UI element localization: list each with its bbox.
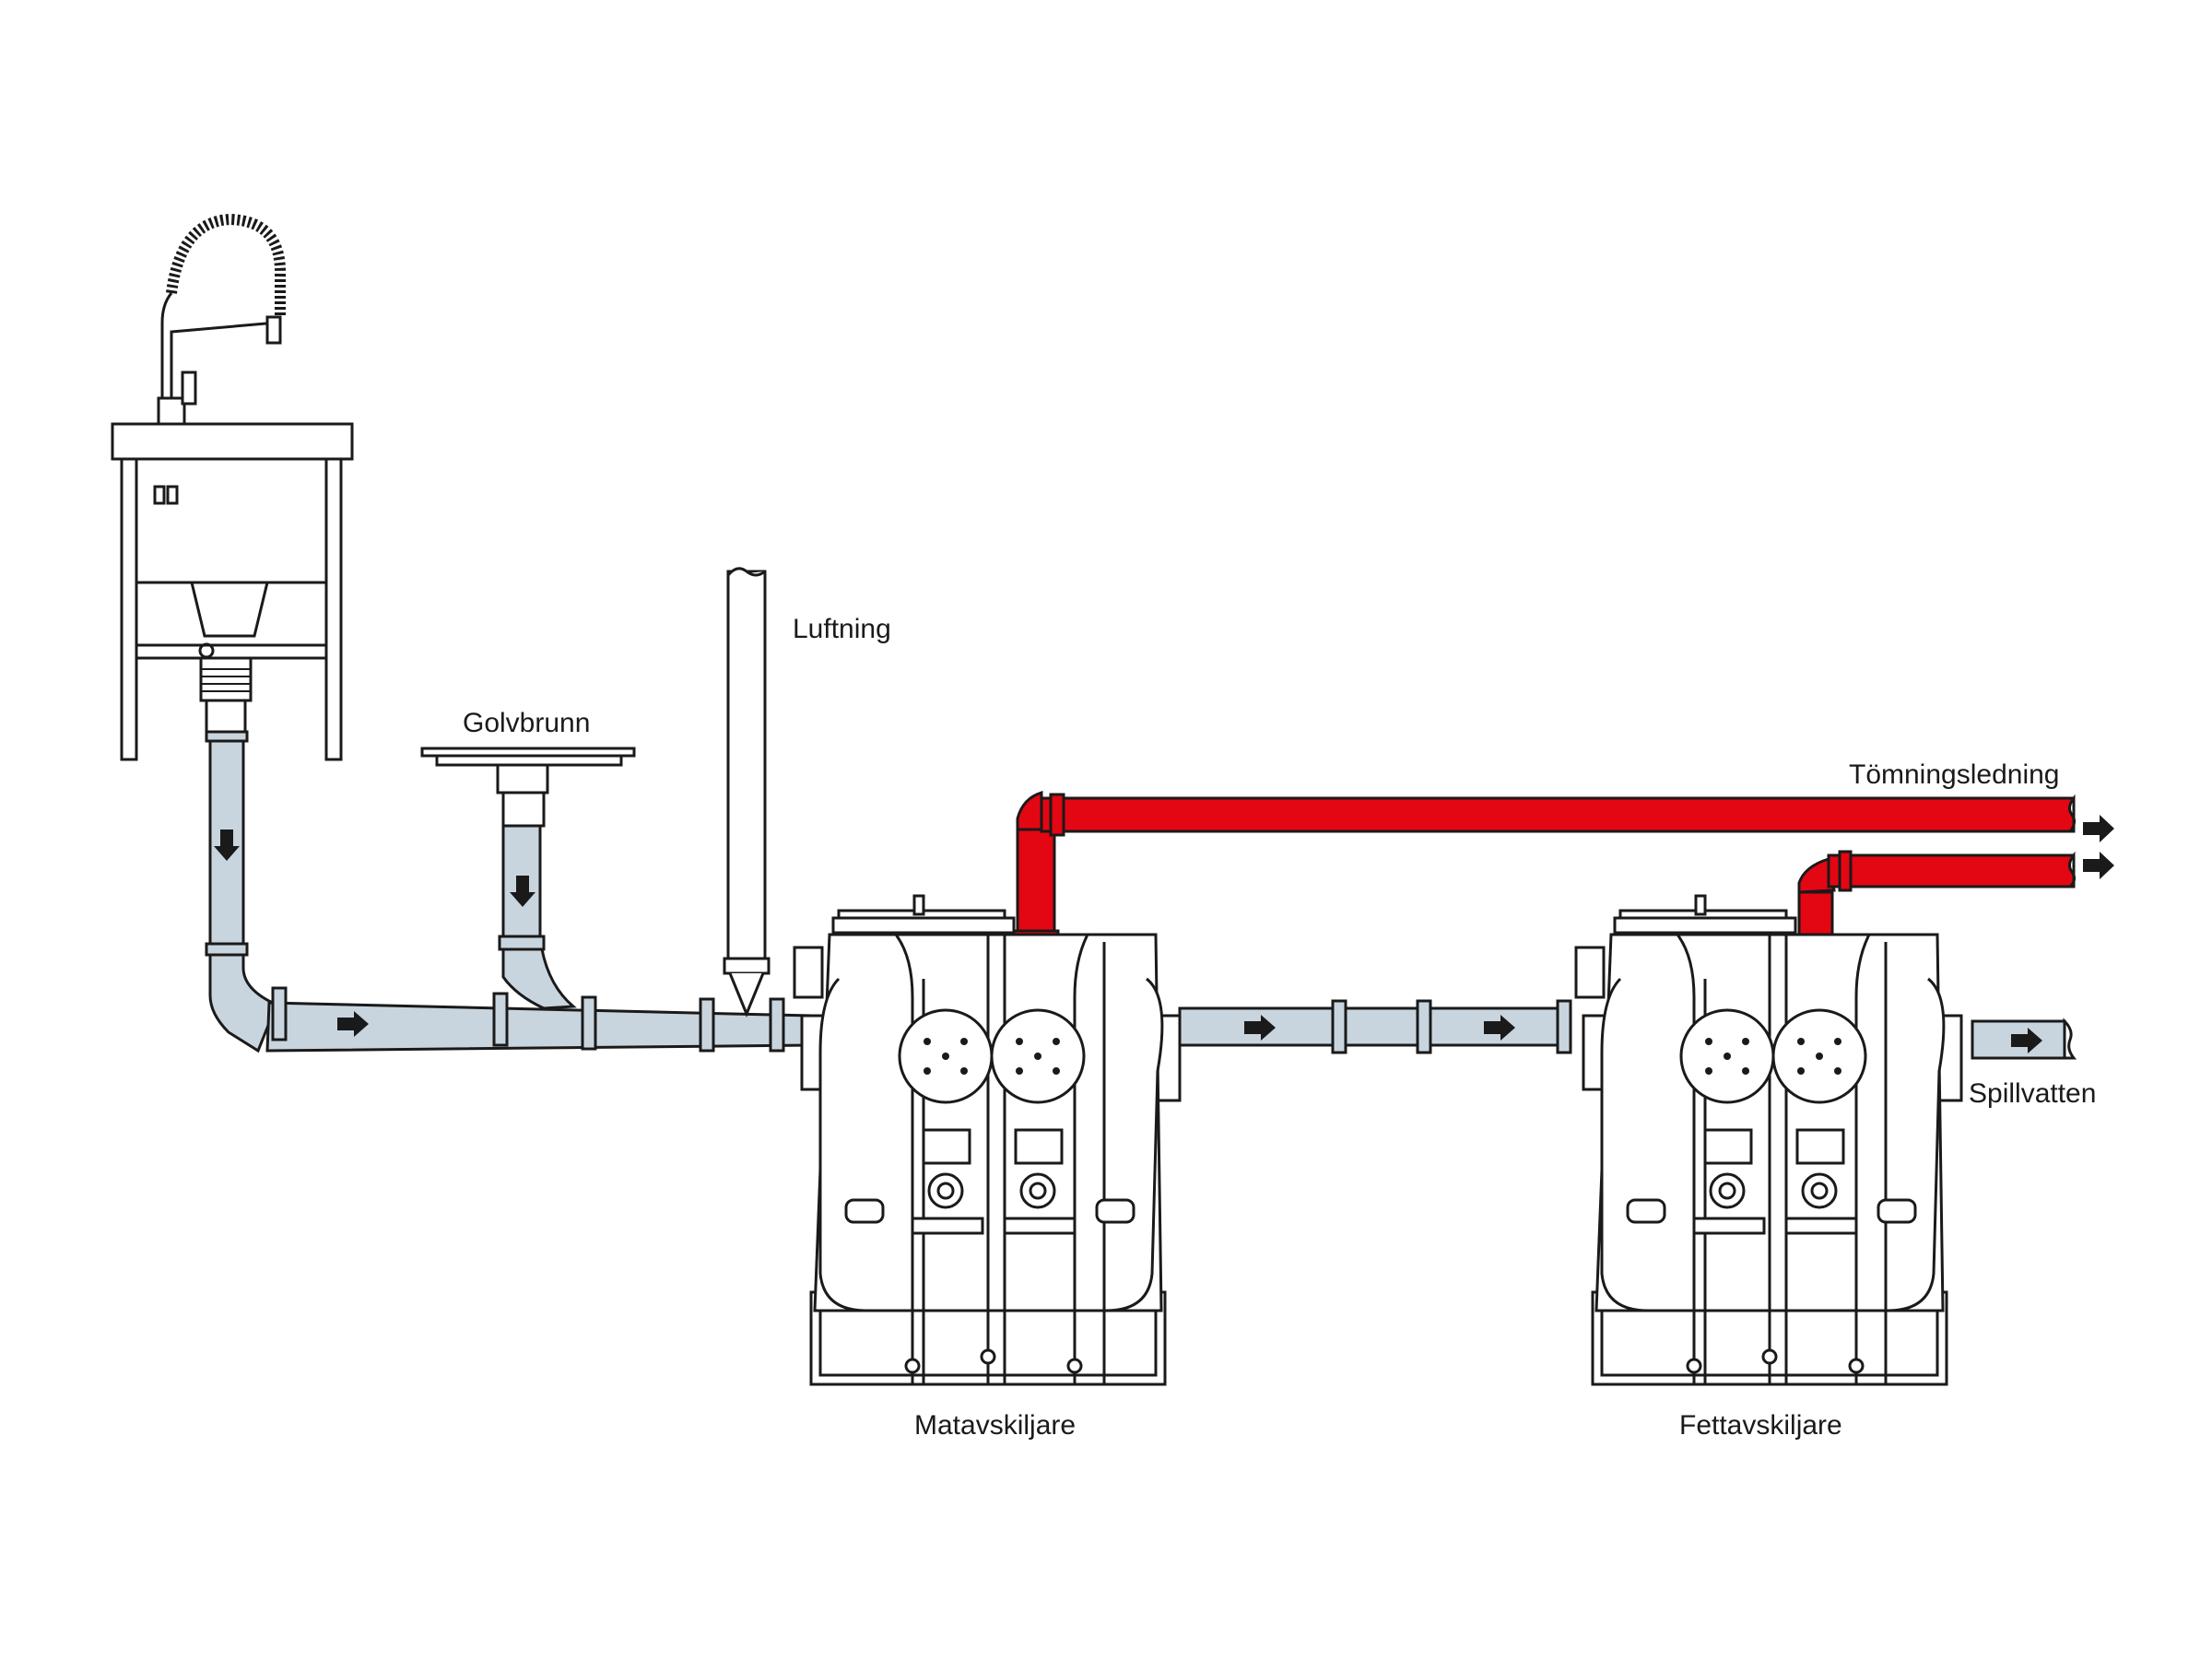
grease-separator-label: Fettavskiljare [1679,1410,1842,1441]
flow-arrow-icon [214,830,240,861]
food-separator-tank [793,894,1182,1386]
flow-arrow-icon [1484,1015,1515,1041]
flow-arrow-icon [2083,815,2114,842]
grease-separator-tank [1574,894,1963,1386]
emptying-pipes [1012,790,2077,951]
waste-water-label: Spillvatten [1969,1078,2097,1109]
flow-arrow-icon [2083,852,2114,879]
flow-arrow-icon [1244,1015,1276,1041]
sink-unit [111,213,354,761]
flow-arrow-icon [510,876,535,907]
floor-drain-label: Golvbrunn [463,708,591,738]
flow-arrow-icon [2011,1028,2042,1053]
food-separator-label: Matavskiljare [914,1410,1077,1441]
flow-arrow-icon [337,1011,369,1037]
emptying-line-label: Tömningsledning [1849,759,2060,790]
vent-label: Luftning [793,614,891,644]
